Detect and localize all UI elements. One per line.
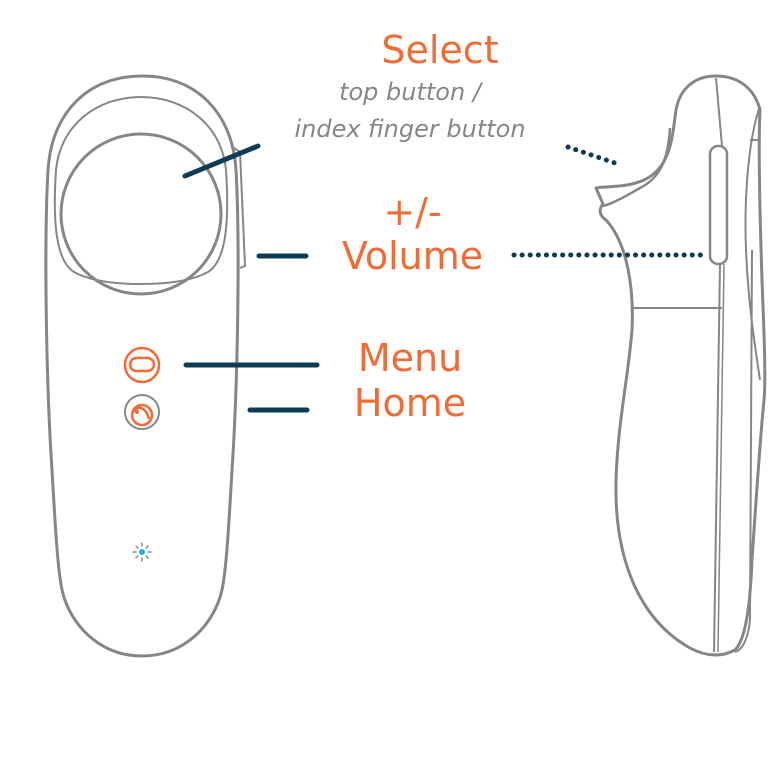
side-seam-front — [715, 77, 723, 147]
home-icon-swoosh — [132, 406, 151, 420]
front-view — [44, 74, 247, 658]
menu-icon — [128, 356, 156, 373]
side-body-outline — [594, 74, 767, 657]
home-button-ring[interactable] — [124, 394, 160, 430]
menu-button[interactable] — [123, 346, 161, 384]
home-button[interactable] — [124, 394, 160, 430]
home-icon-dot — [135, 410, 139, 414]
status-light-icon — [132, 542, 152, 562]
home-label: Home — [353, 381, 467, 425]
side-view — [594, 74, 767, 657]
touchpad-housing — [53, 95, 229, 286]
menu-label: Menu — [357, 336, 463, 380]
leader-lines — [182, 143, 708, 413]
select-subtitle-line2: index finger button — [294, 115, 526, 143]
front-body-outline — [44, 74, 240, 658]
side-seam-front-lower-2 — [717, 263, 725, 653]
select-side-leader — [565, 144, 618, 166]
touchpad[interactable] — [59, 132, 223, 296]
volume-rocker[interactable] — [708, 144, 729, 266]
select-leader — [182, 143, 261, 179]
trigger[interactable] — [602, 127, 672, 208]
select-subtitle-line1: top button / — [339, 78, 481, 106]
home-icon — [130, 403, 154, 427]
select-label: Select — [381, 28, 499, 72]
menu-button-ring[interactable] — [123, 346, 161, 384]
side-seam-back — [734, 105, 761, 653]
volume-label-line2: Volume — [341, 234, 484, 278]
side-volume-edge — [233, 147, 247, 269]
side-seam-front-lower — [713, 263, 721, 653]
volume-label-line1: +/- — [383, 190, 442, 234]
